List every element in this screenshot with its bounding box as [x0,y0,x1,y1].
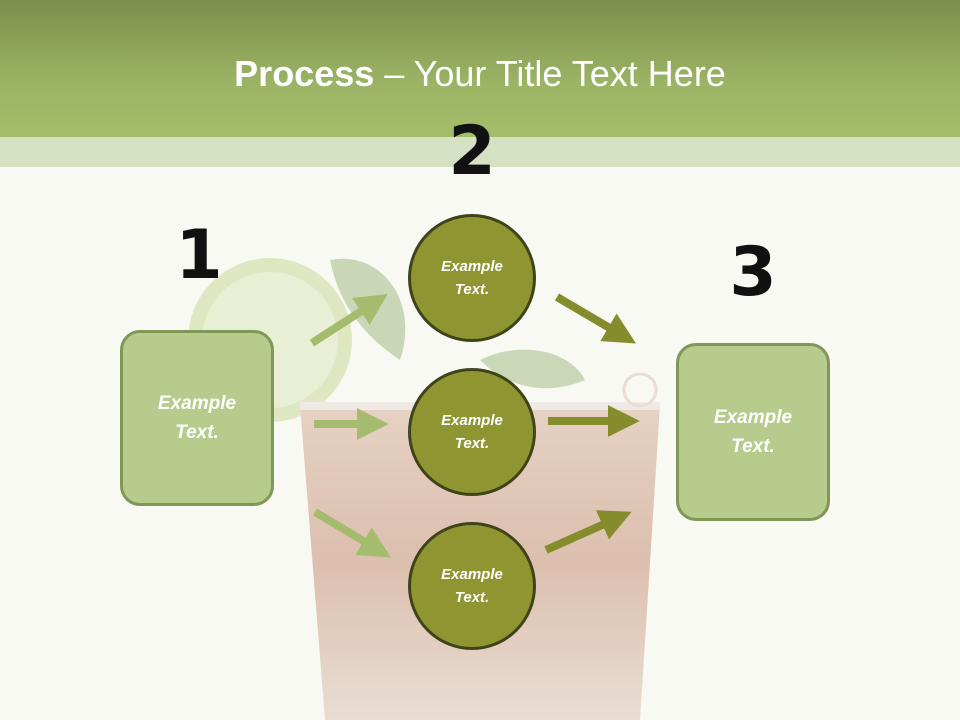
step-circle-bottom-label: Example Text. [441,566,503,606]
step-circle-top-label: Example Text. [441,258,503,298]
title-bar [0,0,960,137]
step-circle-middle: Example Text. [408,368,536,496]
arrow-left-to-bottom [312,508,391,558]
arrow-top-to-right [554,293,637,344]
title-bold: Process [234,53,375,94]
arrow-left-to-top [309,294,388,347]
step-box-left-label: Example Text. [157,393,237,443]
slide-title: Process – Your Title Text Here [0,52,960,96]
step-circle-middle-label: Example Text. [441,412,503,452]
step-number-2: 2 [448,112,496,191]
step-number-3: 3 [729,233,777,312]
step-circle-bottom: Example Text. [408,522,536,650]
step-circle-top: Example Text. [408,214,536,342]
title-underband [0,137,960,167]
step-box-right-label: Example Text. [713,407,793,457]
step-number-1: 1 [175,216,223,295]
title-rest: – Your Title Text Here [374,53,726,94]
step-box-left: Example Text. [120,330,274,506]
step-box-right: Example Text. [676,343,830,521]
arrow-bottom-to-right [544,510,632,554]
